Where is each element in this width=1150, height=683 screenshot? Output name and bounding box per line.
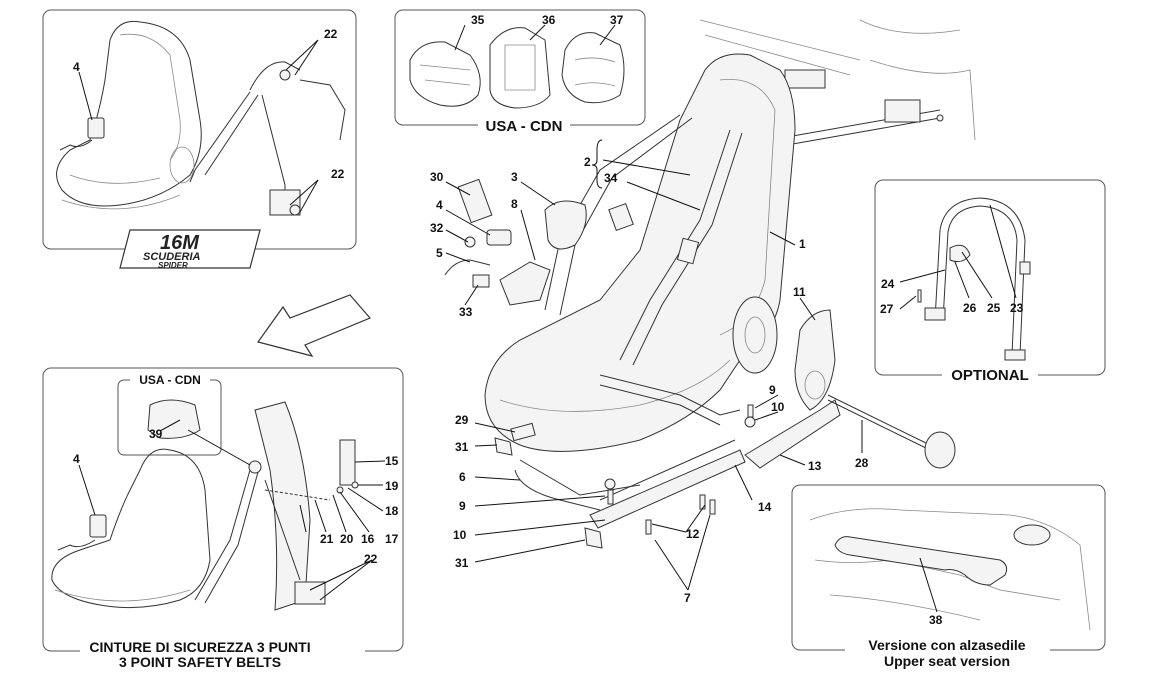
small-title-bg	[130, 372, 210, 388]
caption-belts-en: 3 POINT SAFETY BELTS	[119, 654, 281, 670]
label-22-bottom: 22	[364, 552, 378, 566]
title-usa-cdn-top: USA - CDN	[486, 118, 563, 135]
label-30: 30	[430, 170, 444, 184]
label-10-right: 10	[771, 400, 785, 414]
label-15: 15	[385, 454, 399, 468]
label-7: 7	[684, 591, 691, 605]
label-4-bottom-left: 4	[73, 452, 80, 466]
label-9-left: 9	[459, 499, 466, 513]
cover-30	[457, 178, 493, 224]
label-29: 29	[455, 413, 469, 427]
caption-upper-en: Upper seat version	[884, 653, 1010, 669]
logo-16m: 16M	[160, 232, 200, 254]
label-2: 2	[584, 155, 591, 169]
label-10-left: 10	[453, 528, 467, 542]
belts-caption-bg	[80, 640, 365, 674]
label-19: 19	[385, 479, 399, 493]
label-8: 8	[511, 197, 518, 211]
label-35: 35	[471, 13, 485, 27]
panel-3-point-belts: USA - CDN 39 4 15 16 17	[42, 367, 404, 674]
label-22-mid: 22	[331, 167, 345, 181]
label-31-top: 31	[455, 440, 469, 454]
label-26: 26	[963, 301, 977, 315]
trim-3	[544, 200, 587, 250]
bracket-8	[499, 261, 551, 306]
label-24: 24	[881, 277, 895, 291]
bolts	[604, 404, 756, 535]
label-23: 23	[1010, 301, 1024, 315]
buckle-4-main	[486, 229, 512, 246]
label-27: 27	[880, 302, 894, 316]
label-18: 18	[385, 504, 399, 518]
title-bg	[478, 117, 570, 135]
label-20: 20	[340, 532, 354, 546]
title-usa-cdn-small: USA - CDN	[139, 373, 201, 387]
panel-upper-seat: 38 Versione con alzasedile Upper seat ve…	[791, 484, 1106, 674]
direction-arrow	[257, 294, 371, 357]
label-12: 12	[686, 527, 700, 541]
label-13: 13	[808, 459, 822, 473]
optional-title-bg	[942, 366, 1038, 384]
belt-sketch-top-left	[189, 61, 346, 216]
label-1: 1	[799, 237, 806, 251]
label-37: 37	[610, 13, 624, 27]
label-4-top-left: 4	[73, 60, 80, 74]
label-9-right: 9	[769, 383, 776, 397]
label-39: 39	[149, 427, 163, 441]
label-22-top: 22	[324, 27, 338, 41]
child-seat-36	[489, 27, 551, 109]
main-seat	[444, 19, 976, 549]
main-labels: 1 2 3 4 5 6 7 8 9 9 10 10 11 12 13 14 28…	[430, 155, 869, 605]
caption-upper-it: Versione con alzasedile	[868, 637, 1025, 653]
logo-scuderia: SCUDERIA	[143, 251, 201, 263]
label-4-main: 4	[436, 198, 443, 212]
wire-5	[444, 259, 491, 276]
caption-belts-it: CINTURE DI SICUREZZA 3 PUNTI	[89, 639, 310, 655]
panel-optional-frame	[874, 179, 1106, 376]
panel-3-point-belts-frame	[42, 367, 404, 652]
label-6: 6	[459, 470, 466, 484]
scuderia-spider-logo: 16M SCUDERIA SPIDER	[119, 229, 261, 270]
screw-32	[464, 236, 476, 248]
label-5: 5	[436, 246, 443, 260]
panel-top-left: 4 22 22	[42, 9, 357, 250]
label-33: 33	[459, 305, 473, 319]
label-16: 16	[361, 532, 375, 546]
child-seat-37	[561, 32, 625, 104]
label-17: 17	[385, 532, 399, 546]
label-38: 38	[929, 613, 943, 627]
cover-39	[147, 399, 201, 439]
seat-sketch-top-left	[56, 20, 202, 210]
label-32: 32	[430, 221, 444, 235]
label-28: 28	[855, 456, 869, 470]
label-3: 3	[511, 170, 518, 184]
label-21: 21	[320, 532, 334, 546]
label-34: 34	[604, 171, 618, 185]
upper-caption-bg	[845, 640, 1050, 674]
child-seat-35	[409, 41, 481, 107]
buckle-top-left	[59, 117, 105, 151]
label-31-bottom: 31	[455, 556, 469, 570]
label-11: 11	[793, 285, 806, 299]
connector-33	[472, 274, 490, 288]
main-leaders	[445, 139, 863, 591]
panel-optional: 23 24 25 26 27 OPTIONAL	[874, 179, 1106, 384]
label-14: 14	[758, 500, 772, 514]
title-optional: OPTIONAL	[951, 367, 1029, 384]
panel-child-seats: 35 36 37 USA - CDN	[394, 9, 646, 135]
logo-spider: SPIDER	[158, 261, 188, 270]
label-36: 36	[542, 13, 556, 27]
label-25: 25	[987, 301, 1001, 315]
